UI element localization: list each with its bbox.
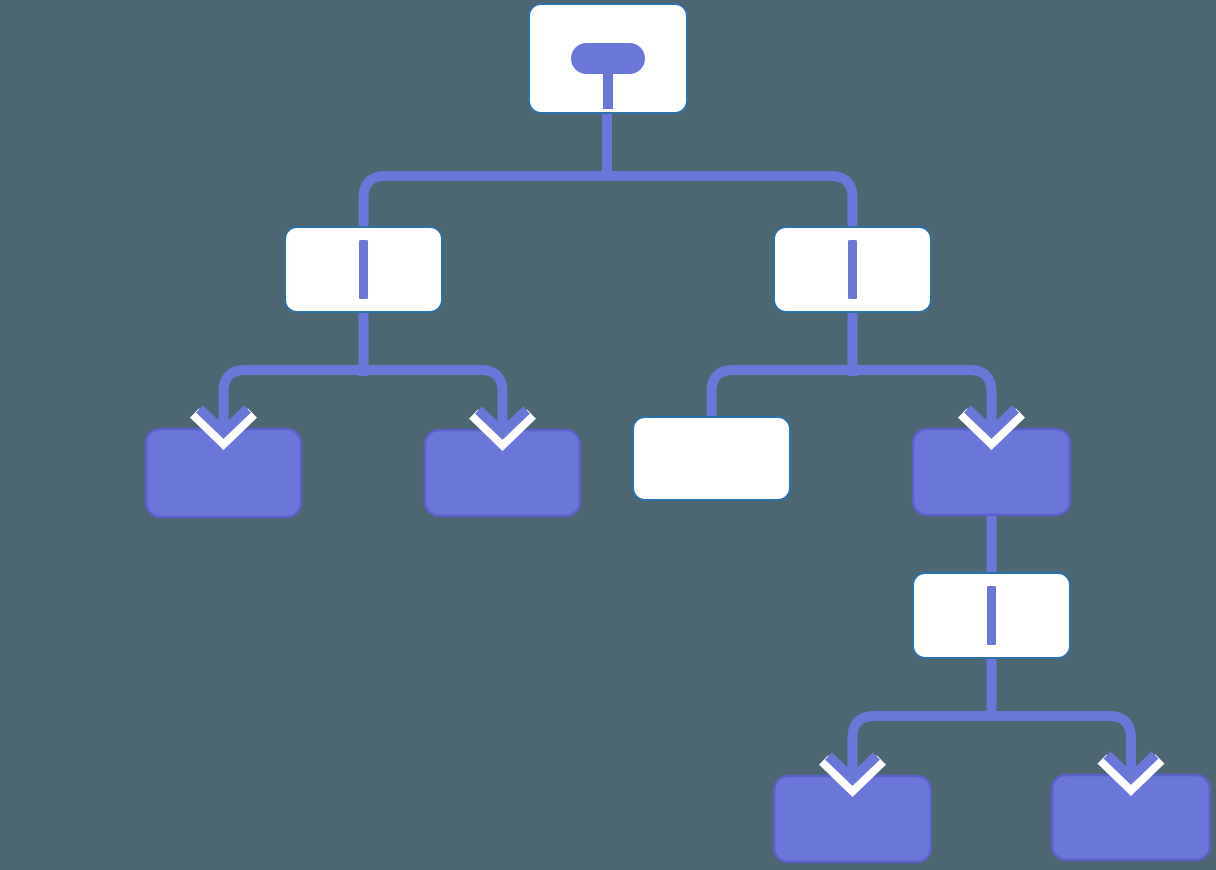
node-layer	[144, 3, 1212, 864]
divider-bar-icon	[848, 240, 857, 299]
down-arrow-icon	[189, 401, 258, 451]
pill-marker-icon	[571, 43, 645, 109]
connector-right-branch	[706, 365, 997, 418]
down-arrow-icon	[818, 748, 887, 798]
connector-left-branch	[218, 365, 508, 412]
down-arrow-icon	[468, 402, 537, 452]
connector-layer	[218, 110, 1136, 758]
down-arrow-icon	[957, 401, 1026, 451]
connector-bottom-branch	[847, 711, 1136, 758]
arrowhead-layer	[189, 401, 1165, 798]
task-node-child-plain[interactable]	[632, 416, 791, 501]
divider-bar-icon	[359, 240, 368, 299]
down-arrow-icon	[1097, 747, 1165, 797]
divider-bar-icon	[987, 586, 996, 645]
connector-level1-branch	[358, 171, 858, 228]
